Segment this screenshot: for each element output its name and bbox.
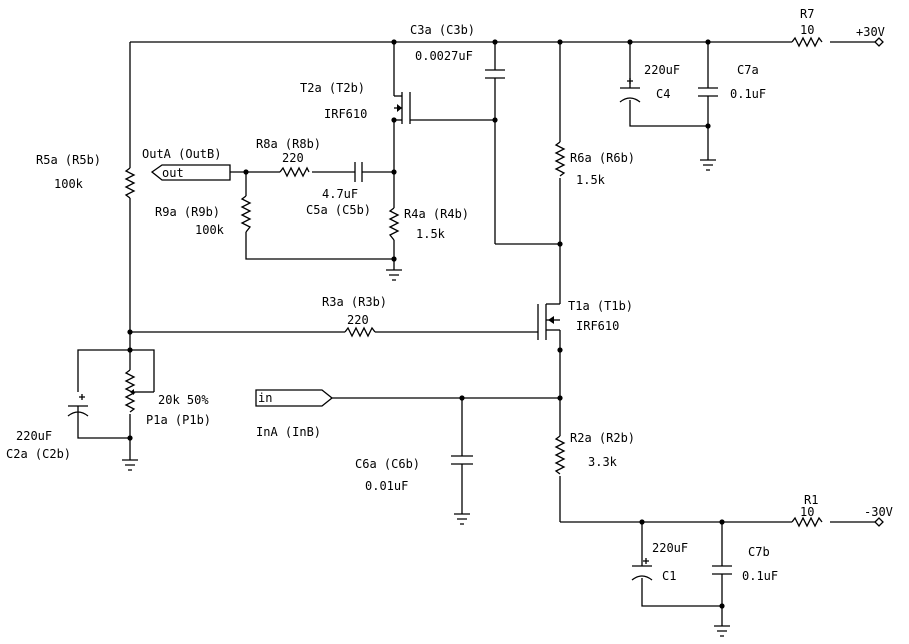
c5-value: 4.7uF [322,187,358,201]
out-port-label: out [162,166,184,180]
resistor-r6 [554,141,566,177]
t1-type: IRF610 [576,319,619,333]
v-neg-label: -30V [864,505,893,519]
in-port-label: in [258,391,272,405]
ground-icon [454,513,470,525]
capacitor-c5 [354,162,363,182]
c3-value: 0.0027uF [415,49,473,63]
r3-value: 220 [347,313,369,327]
capacitor-c2 [67,394,89,417]
r8-value: 220 [282,151,304,165]
capacitor-c1 [631,558,653,581]
c2-label: C2a (C2b) [6,447,71,461]
capacitor-c6 [451,455,473,465]
r3-label: R3a (R3b) [322,295,387,309]
resistor-r9 [240,195,252,233]
c6-label: C6a (C6b) [355,457,420,471]
t1-label: T1a (T1b) [568,299,633,313]
capacitor-c7a [698,87,718,97]
c1-value: 220uF [652,541,688,555]
resistor-r7 [791,36,823,48]
r6-label: R6a (R6b) [570,151,635,165]
terminal-neg-icon [874,517,884,527]
r7-value: 10 [800,23,814,37]
r4-value: 1.5k [416,227,446,241]
t2-label: T2a (T2b) [300,81,365,95]
r2-value: 3.3k [588,455,618,469]
r1-value: 10 [800,505,814,519]
p1-label: P1a (P1b) [146,413,211,427]
c7a-label: C7a [737,63,759,77]
r5-value: 100k [54,177,84,191]
resistor-r3 [344,326,376,338]
c4-label: C4 [656,87,670,101]
component-labels: C3a (C3b) 0.0027uF R7 10 +30V 220uF C4 C… [6,7,893,583]
capacitor-c3 [485,69,505,79]
c5-label: C5a (C5b) [306,203,371,217]
p1-value: 20k 50% [158,393,209,407]
r9-label: R9a (R9b) [155,205,220,219]
c6-value: 0.01uF [365,479,408,493]
t2-type: IRF610 [324,107,367,121]
out-name-label: OutA (OutB) [142,147,221,161]
c7b-label: C7b [748,545,770,559]
c4-value: 220uF [644,63,680,77]
r5-label: R5a (R5b) [36,153,101,167]
out-port-icon [150,164,231,181]
in-port-icon [255,389,334,407]
resistor-r5 [124,167,136,199]
resistor-r1 [791,516,823,528]
mosfet-t1 [537,303,560,340]
r1-label: R1 [804,493,818,507]
ground-icon [386,269,402,281]
r8-label: R8a (R8b) [256,137,321,151]
c2-value: 220uF [16,429,52,443]
r6-value: 1.5k [576,173,606,187]
v-pos-label: +30V [856,25,885,39]
c1-label: C1 [662,569,676,583]
r9-value: 100k [195,223,225,237]
mosfet-t2 [394,92,411,124]
resistor-r8 [279,166,310,178]
potentiometer-p1 [124,369,140,413]
in-name-label: InA (InB) [256,425,321,439]
r2-label: R2a (R2b) [570,431,635,445]
ground-icon [122,459,138,471]
capacitor-c4 [619,78,641,103]
ground-icon [714,625,730,637]
junction-dots [127,39,725,609]
capacitor-c7b [712,565,732,575]
c7b-value: 0.1uF [742,569,778,583]
c7a-value: 0.1uF [730,87,766,101]
resistor-r4 [388,207,400,241]
terminal-pos-icon [874,37,884,47]
c3-label: C3a (C3b) [410,23,475,37]
wires [77,41,875,626]
resistor-r2 [554,435,566,475]
r4-label: R4a (R4b) [404,207,469,221]
ground-icon [700,159,716,171]
r7-label: R7 [800,7,814,21]
